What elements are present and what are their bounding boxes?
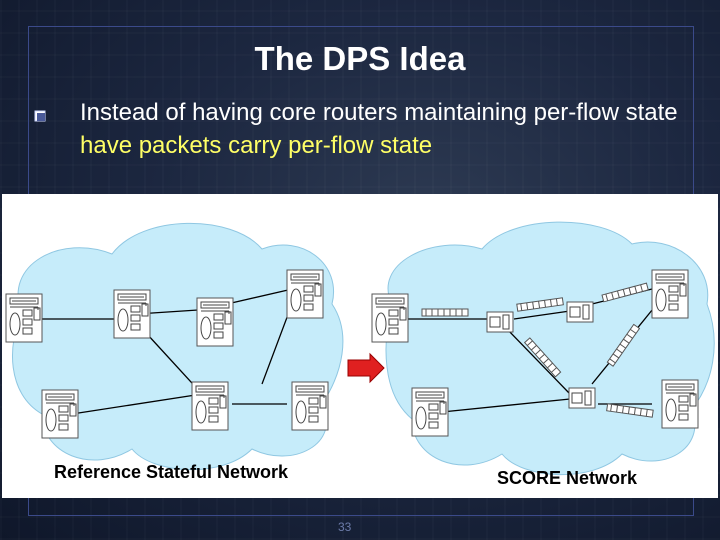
right-network-cloud	[385, 221, 715, 476]
router-icon	[411, 387, 449, 437]
router-icon	[661, 379, 699, 429]
packet-bar-icon	[421, 308, 469, 317]
router-icon	[291, 381, 329, 431]
slide-title: The DPS Idea	[254, 40, 466, 77]
transform-arrow-icon	[347, 352, 385, 384]
core-router-icon	[568, 387, 596, 409]
router-icon	[196, 297, 234, 347]
bullet-icon	[34, 110, 46, 122]
router-icon	[371, 293, 409, 343]
page-number: 33	[338, 520, 352, 534]
network-figure: Reference Stateful Network SCORE Network	[2, 194, 718, 498]
bullet-text-main: Instead of having core routers maintaini…	[80, 99, 678, 126]
router-icon	[286, 269, 324, 319]
router-icon	[651, 269, 689, 319]
network-diagram	[5, 221, 715, 476]
core-router-icon	[566, 301, 594, 323]
router-icon	[5, 293, 43, 343]
bullet-text: Instead of having core routers maintaini…	[80, 96, 680, 162]
core-router-icon	[486, 311, 514, 333]
router-icon	[191, 381, 229, 431]
router-icon	[113, 289, 151, 339]
router-icon	[41, 389, 79, 439]
right-network-label: SCORE Network	[497, 468, 638, 488]
left-network-label: Reference Stateful Network	[54, 462, 289, 482]
bullet-text-highlight: have packets carry per-flow state	[80, 132, 433, 159]
